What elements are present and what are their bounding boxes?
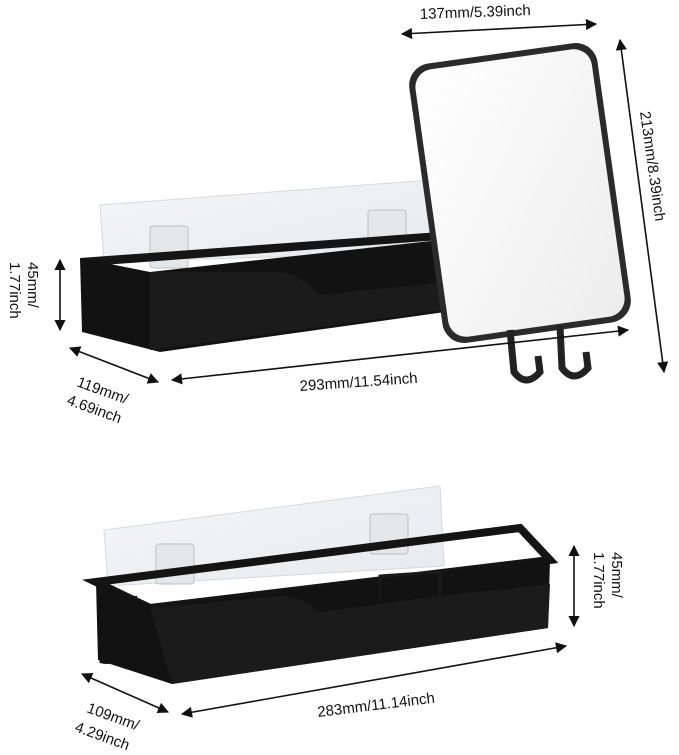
top-length-arrow xyxy=(170,325,630,385)
mirror-hook-left xyxy=(506,329,544,384)
mirror-height-arrow xyxy=(615,38,669,374)
mirror-width-label: 137mm/5.39inch xyxy=(420,2,531,23)
bottom-mount-clip-left xyxy=(155,543,195,585)
bottom-shelf-hook-2 xyxy=(119,595,142,668)
top-mirror xyxy=(409,42,631,384)
mirror-hook-right xyxy=(556,325,592,380)
bottom-length-arrow xyxy=(180,642,568,718)
bottom-height-label-line2: 1.77inch xyxy=(590,552,607,609)
top-length-label: 293mm/11.54inch xyxy=(299,370,418,395)
mirror-height-label: 213mm/8.39inch xyxy=(636,110,668,222)
top-mount-clip-left xyxy=(149,225,189,269)
top-shelf-hook-2 xyxy=(104,270,123,333)
bottom-depth-arrow xyxy=(80,672,170,714)
bottom-height-label-line1: 45mm/ xyxy=(608,552,625,599)
mirror-width-arrow xyxy=(400,18,598,40)
bottom-length-label: 283mm/11.14inch xyxy=(316,690,435,721)
bottom-shelf-hook-1 xyxy=(99,591,122,664)
top-height-label-line2: 1.77inch xyxy=(6,262,23,319)
bottom-shelf: 45mm/ 1.77inch 109mm/ 4.29inch 283mm/11.… xyxy=(73,485,625,754)
top-shelf-with-mirror: 137mm/5.39inch 213mm/8.39inch 45mm/ 1.77… xyxy=(6,2,668,427)
bottom-shelf-drain-rail xyxy=(378,570,442,600)
top-height-label-line1: 45mm/ xyxy=(24,262,41,309)
top-shelf-hook-1 xyxy=(84,268,103,331)
top-shelf-back-rim xyxy=(80,232,440,266)
top-depth-arrow xyxy=(68,346,160,384)
